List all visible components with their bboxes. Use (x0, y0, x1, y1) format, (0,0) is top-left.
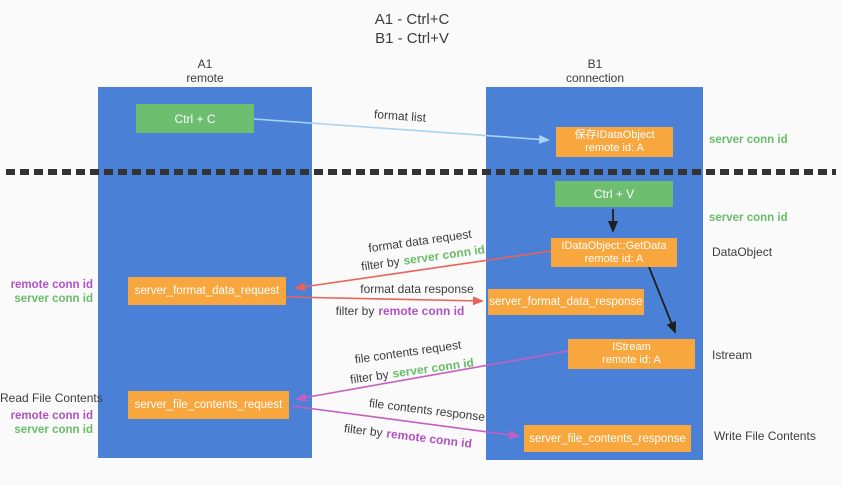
remote-conn-id-label: remote conn id (10, 279, 93, 291)
remote-conn-id-text: remote conn id (378, 304, 465, 318)
filter-by-text: filter by (335, 304, 375, 318)
server-file-contents-request-label: server_file_contents_request (134, 399, 283, 411)
istream-line2: remote id: A (602, 354, 661, 366)
node-server-file-contents-request: server_file_contents_request (128, 391, 289, 419)
lane-header-b1: B1 connection (545, 57, 645, 85)
server-file-contents-response-label: server_file_contents_response (529, 432, 686, 445)
node-ctrl-v: Ctrl + V (555, 181, 673, 207)
node-server-file-contents-response: server_file_contents_response (524, 425, 691, 452)
remote-conn-id-label: remote conn id (10, 410, 93, 422)
lane-b1-role: connection (565, 71, 625, 85)
label-format-list: format list (373, 107, 427, 125)
filter-by-text: filter by (343, 421, 384, 440)
node-ctrl-c: Ctrl + C (136, 104, 254, 133)
filter-by-text: filter by (360, 254, 401, 274)
getdata-line1: IDataObject::GetData (561, 239, 667, 252)
server-conn-id-label-top: server conn id (709, 134, 788, 146)
label-file-contents-response: file contents response (368, 395, 486, 425)
node-server-format-data-response: server_format_data_response (488, 289, 644, 315)
left-conn-id-group-format: remote conn id server conn id (0, 279, 93, 306)
server-conn-id-label-mid: server conn id (709, 212, 788, 224)
title-line-1: A1 - Ctrl+C (374, 11, 450, 28)
node-istream: IStream remote id: A (568, 339, 695, 369)
left-conn-id-group-file: remote conn id server conn id (0, 410, 93, 437)
dataobject-label: DataObject (712, 245, 773, 259)
title-line-2: B1 - Ctrl+V (375, 30, 449, 47)
arrow-format-data-response (285, 296, 484, 306)
istream-line1: IStream (612, 341, 651, 353)
getdata-line2: remote id: A (584, 252, 644, 265)
ctrl-v-label: Ctrl + V (593, 187, 635, 201)
label-format-data-response: format data response (360, 282, 474, 296)
save-idataobject-line1: 保存IDataObject (574, 129, 655, 141)
node-save-idataobject: 保存IDataObject remote id: A (556, 127, 673, 157)
lane-b1-name: B1 (587, 57, 603, 71)
server-conn-id-label: server conn id (14, 292, 93, 305)
istream-side-label: Istream (712, 348, 753, 362)
diagram-title: A1 - Ctrl+C B1 - Ctrl+V (342, 10, 482, 48)
node-server-format-data-request: server_format_data_request (128, 277, 286, 305)
lane-a1-name: A1 (197, 57, 213, 71)
lane-header-a1: A1 remote (155, 57, 255, 85)
ctrl-c-label: Ctrl + C (174, 111, 216, 126)
lane-a1-role: remote (186, 71, 224, 85)
save-idataobject-line2: remote id: A (585, 142, 644, 154)
node-idataobject-getdata: IDataObject::GetData remote id: A (551, 238, 677, 267)
server-format-data-request-label: server_format_data_request (134, 285, 280, 297)
server-conn-id-label: server conn id (14, 423, 93, 436)
write-file-contents-label: Write File Contents (714, 429, 816, 443)
server-format-data-response-label: server_format_data_response (489, 296, 643, 308)
read-file-contents-label: Read File Contents (0, 391, 103, 405)
remote-conn-id-text: remote conn id (385, 426, 473, 451)
filter-by-text: filter by (349, 367, 390, 387)
session-divider-dotted-line (6, 169, 836, 175)
